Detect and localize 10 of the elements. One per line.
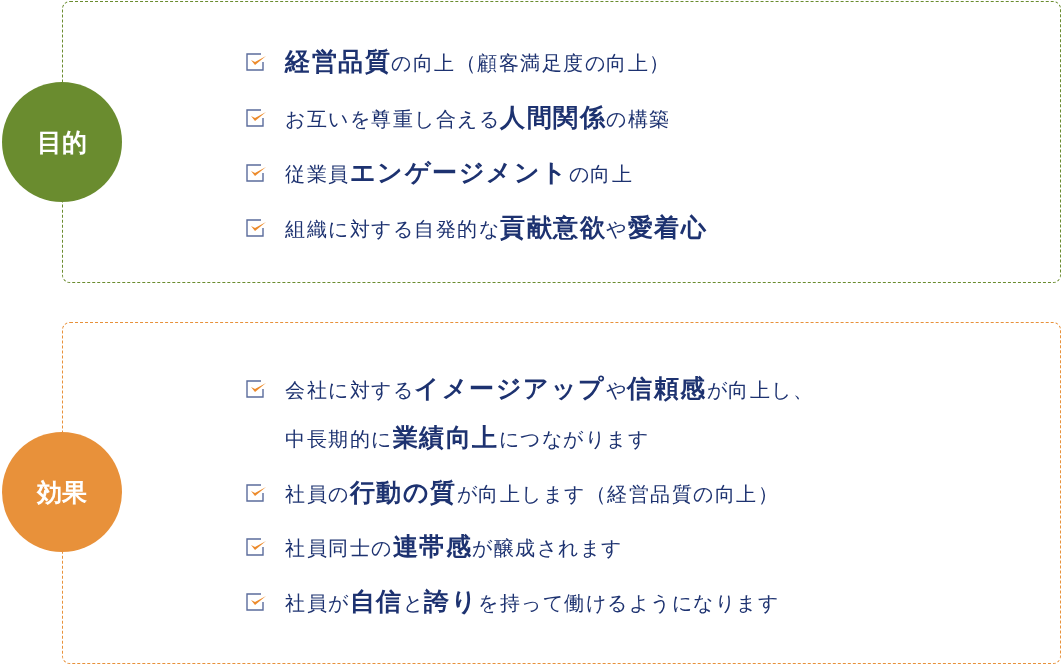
section-label: 効果: [37, 476, 87, 509]
list-item-text: 経営品質の向上（顧客満足度の向上）: [285, 46, 671, 78]
list-item-text: 会社に対するイメージアップや信頼感が向上し、中長期的に業績向上につながります: [285, 373, 815, 454]
list-item-text: 社員が自信と誇りを持って働けるようになります: [285, 586, 779, 618]
list-item-text: お互いを尊重し合える人間関係の構築: [285, 102, 671, 134]
list-item-text: 組織に対する自発的な貢献意欲や愛着心: [285, 212, 707, 244]
section-label: 目的: [37, 126, 87, 159]
list-item-text: 従業員エンゲージメントの向上: [285, 157, 633, 189]
list-item-text: 社員の行動の質が向上します（経営品質の向上）: [285, 477, 779, 509]
list-item-text: 社員同士の連帯感が醸成されます: [285, 531, 623, 563]
